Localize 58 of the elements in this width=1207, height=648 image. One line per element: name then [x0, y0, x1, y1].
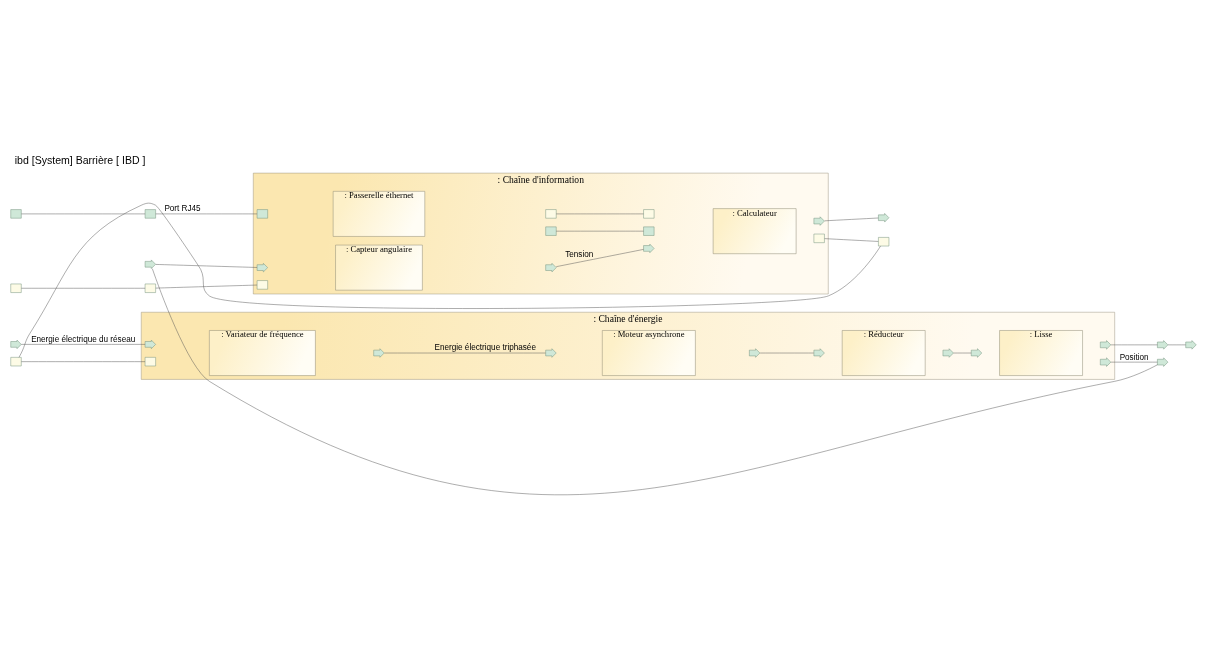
- node-box: : Réducteur: [841, 329, 926, 376]
- connector: [824, 217, 879, 221]
- node-box: [144, 208, 156, 218]
- node-arrow: [545, 262, 557, 272]
- edge-label: Energie électrique du réseau: [31, 334, 136, 344]
- node-box: [10, 208, 22, 218]
- node-arrow: [971, 347, 983, 358]
- node-box: [10, 283, 22, 293]
- connector: [21, 360, 146, 362]
- node-box: : Calculateur: [712, 207, 797, 254]
- connector: [21, 343, 146, 345]
- node-arrow: [1100, 339, 1112, 349]
- connector: [152, 267, 1158, 495]
- node-arrow: [1157, 357, 1169, 367]
- node-arrow: [144, 259, 156, 269]
- node-arrow: [749, 347, 761, 358]
- node-arrow: [373, 347, 385, 358]
- node-box: [643, 226, 655, 236]
- edge-label: Port RJ45: [164, 203, 201, 213]
- node-arrow: [813, 347, 825, 358]
- connector: [556, 248, 644, 267]
- connector: [155, 263, 258, 268]
- node-arrow: [878, 212, 890, 222]
- node-box: : Capteur angulaire: [335, 244, 423, 290]
- node-box: [256, 279, 268, 289]
- node-arrow: [545, 347, 557, 358]
- node-box: [144, 356, 156, 366]
- edge-label: Energie électrique triphasée: [434, 342, 536, 352]
- node-box: : Variateur de fréquence: [209, 329, 316, 376]
- edge-label: Tension: [565, 249, 594, 259]
- node-box: [878, 236, 890, 246]
- node-box: [813, 233, 825, 243]
- node-box: [545, 226, 557, 236]
- connector: [824, 237, 879, 242]
- connector: [155, 284, 258, 288]
- diagram-title: ibd [System] Barrière [ IBD ]: [14, 153, 146, 166]
- node-box: : Passerelle éthernet: [332, 190, 425, 237]
- connector: [21, 213, 146, 214]
- node-arrow: [10, 339, 22, 349]
- connector: [18, 202, 881, 358]
- node-arrow: [643, 243, 655, 253]
- node-box: : Lisse: [999, 329, 1083, 376]
- node-arrow: [1185, 339, 1197, 349]
- node-box: [10, 356, 22, 366]
- node-arrow: [942, 347, 954, 358]
- node-box: : Moteur asynchrone: [602, 329, 696, 376]
- node-arrow: [1157, 339, 1169, 349]
- node-box: [144, 283, 156, 293]
- node-arrow: [1100, 357, 1112, 367]
- node-arrow: [144, 339, 156, 349]
- node-arrow: [256, 262, 268, 272]
- node-box: [545, 208, 557, 218]
- connector: [155, 213, 258, 214]
- edge-label: Position: [1119, 352, 1149, 362]
- connector: [21, 287, 146, 288]
- node-arrow: [813, 216, 825, 226]
- node-box: [256, 208, 268, 218]
- node-box: [643, 208, 655, 218]
